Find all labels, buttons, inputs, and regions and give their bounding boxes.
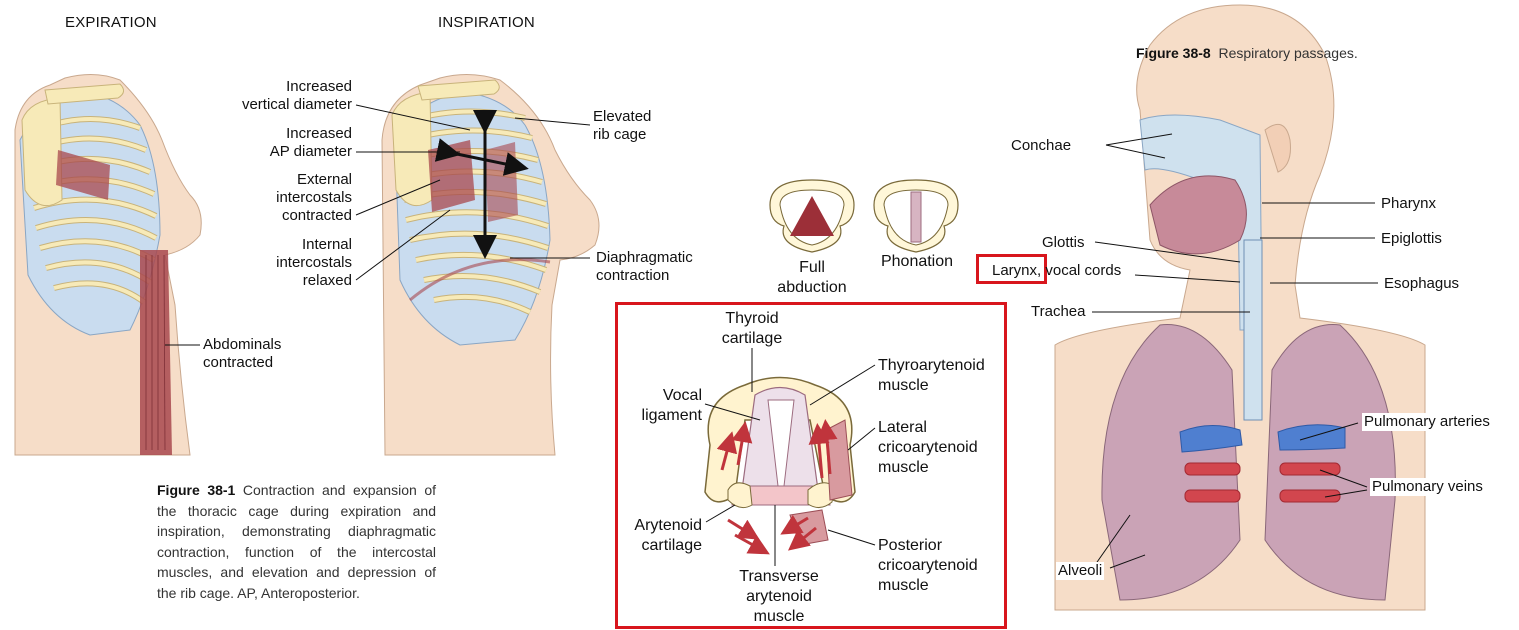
label-trachea: Trachea xyxy=(1031,303,1086,320)
label-vocal-ligament: Vocal ligament xyxy=(641,387,702,424)
label-transverse-arytenoid-muscle: Transverse arytenoid muscle xyxy=(739,568,819,625)
inspiration-torso xyxy=(381,74,600,456)
label-pulmonary-arteries: Pulmonary arteries xyxy=(1362,413,1492,431)
label-larynx-vocal-cords: Larynx, vocal cords xyxy=(992,262,1122,279)
label-internal-intercostals: Internal intercostals relaxed xyxy=(276,236,352,289)
respiratory-head-lungs xyxy=(1054,4,1426,611)
label-diaphragmatic-contraction: Diaphragmatic contraction xyxy=(596,249,693,284)
label-conchae: Conchae xyxy=(1011,137,1072,154)
phonation-icon xyxy=(873,179,959,253)
expiration-heading: EXPIRATION xyxy=(65,14,157,31)
label-elevated-rib-cage: Elevated rib cage xyxy=(593,108,652,143)
label-phonation: Phonation xyxy=(880,253,954,270)
label-external-intercostals: External intercostals contracted xyxy=(276,171,352,224)
figure-38-1-number: Figure 38-1 xyxy=(157,482,236,498)
label-abdominals-contracted: Abdominals contracted xyxy=(203,336,282,371)
label-thyroid-cartilage: Thyroid cartilage xyxy=(721,310,783,347)
label-posterior-cricoarytenoid-muscle: Posterior cricoarytenoid muscle xyxy=(878,537,978,594)
label-full-abduction: Full abduction xyxy=(777,259,847,296)
label-arytenoid-cartilage: Arytenoid cartilage xyxy=(634,517,702,554)
right-leader-lines xyxy=(1092,133,1378,569)
label-lateral-cricoarytenoid-muscle: Lateral cricoarytenoid muscle xyxy=(878,419,978,476)
figure-38-8-caption: Figure 38-8 Respiratory passages. xyxy=(1136,45,1358,61)
larynx-highlight-box xyxy=(615,302,1007,629)
larynx-label-highlight xyxy=(976,254,1047,284)
label-alveoli: Alveoli xyxy=(1056,562,1105,580)
figure-38-1-caption: Figure 38-1 Contraction and expansion of… xyxy=(157,480,436,603)
label-increased-vertical-diameter: Increased vertical diameter xyxy=(241,78,352,113)
label-esophagus: Esophagus xyxy=(1384,275,1460,292)
larynx-leader-lines xyxy=(704,348,876,566)
expiration-torso xyxy=(14,74,202,456)
label-thyroarytenoid-muscle: Thyroarytenoid muscle xyxy=(878,357,985,394)
figure-38-8-text: Respiratory passages. xyxy=(1218,45,1358,61)
label-glottis: Glottis xyxy=(1042,234,1085,251)
figure-38-1-text: Contraction and expansion of the thoraci… xyxy=(157,482,436,601)
label-pulmonary-veins: Pulmonary veins xyxy=(1370,478,1485,496)
inspiration-heading: INSPIRATION xyxy=(438,14,535,31)
figure-38-8-number: Figure 38-8 xyxy=(1136,45,1211,61)
left-leader-lines xyxy=(165,104,591,346)
label-increased-ap-diameter: Increased AP diameter xyxy=(269,125,352,160)
label-pharynx: Pharynx xyxy=(1381,195,1437,212)
label-epiglottis: Epiglottis xyxy=(1381,230,1442,247)
full-abduction-icon xyxy=(769,179,855,253)
larynx-detail-diagram xyxy=(704,376,856,555)
